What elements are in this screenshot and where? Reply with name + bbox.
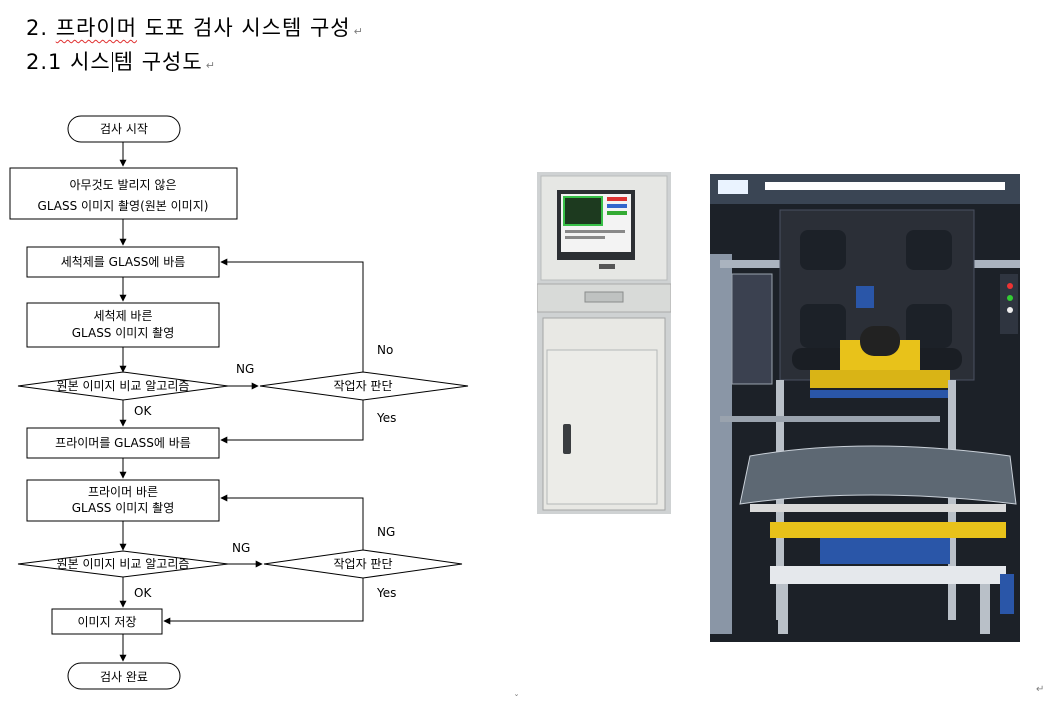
inspection-machine-photo [710, 174, 1020, 642]
flow-step-capture-primer [26, 479, 220, 522]
flow-step2-label: 세척제를 GLASS에 바름 [61, 255, 186, 269]
flow-decision1-left-label: 원본 이미지 비교 알고리즘 [57, 379, 190, 393]
flow-step5-label-line2: GLASS 이미지 촬영 [72, 501, 175, 515]
section-title-primer: 프라이머 [55, 16, 138, 40]
paragraph-mark-icon: ↵ [353, 25, 364, 38]
flow-yes2-label: Yes [376, 586, 396, 600]
section-title-rest: 도포 검사 시스템 구성 [137, 16, 351, 40]
flow-step4-label: 프라이머를 GLASS에 바름 [55, 436, 191, 450]
flow-ng2-top-label: NG [377, 525, 395, 539]
inspection-flowchart: 검사 시작 아무것도 발리지 않은 GLASS 이미지 촬영(원본 이미지) 세… [9, 115, 469, 690]
flow-ng2-mid-label: NG [232, 541, 250, 555]
paragraph-mark-icon: ↵ [205, 59, 216, 72]
flow-step-capture-cleaner [26, 302, 220, 348]
flow-no1-label: No [377, 343, 393, 357]
flow-decision1-right-label: 작업자 판단 [333, 379, 392, 393]
inspection-terminal-photo [537, 172, 671, 514]
flow-end-label: 검사 완료 [100, 670, 148, 684]
flow-decision2-right-label: 작업자 판단 [333, 557, 392, 571]
flow-decision-operator-1 [259, 371, 469, 401]
flow-start-terminal [67, 115, 181, 143]
flow-step6-label: 이미지 저장 [77, 615, 136, 629]
flow-step1-label-line1: 아무것도 발리지 않은 [70, 178, 177, 192]
bottom-cursor-mark: ˇ [514, 694, 519, 705]
flow-step-apply-primer [26, 427, 220, 459]
subsection-title-part1: 시스 [62, 50, 111, 74]
flow-ng1-label: NG [236, 362, 254, 376]
section-heading: 2. 프라이머 도포 검사 시스템 구성↵ [26, 12, 364, 42]
flow-decision-operator-2 [263, 549, 463, 579]
flow-step-capture-original [9, 167, 238, 220]
paragraph-mark-icon: ↵ [1036, 684, 1045, 695]
flow-decision2-left-label: 원본 이미지 비교 알고리즘 [57, 557, 190, 571]
flow-end-terminal [67, 662, 181, 690]
flow-step5-label-line1: 프라이머 바른 [88, 485, 158, 499]
flow-step-save-image [51, 608, 163, 635]
subsection-title-part2: 템 구성도 [113, 50, 203, 74]
text-cursor [111, 52, 113, 72]
flow-start-label: 검사 시작 [100, 122, 148, 136]
section-number: 2. [26, 16, 49, 40]
flow-step3-label-line1: 세척제 바른 [93, 309, 152, 323]
flow-step3-label-line2: GLASS 이미지 촬영 [72, 326, 175, 340]
flow-yes1-label: Yes [376, 411, 396, 425]
flow-ok2-label: OK [134, 586, 152, 600]
flow-step1-label-line2: GLASS 이미지 촬영(원본 이미지) [38, 199, 209, 213]
subsection-number: 2.1 [26, 50, 63, 74]
flow-ok1-label: OK [134, 404, 152, 418]
